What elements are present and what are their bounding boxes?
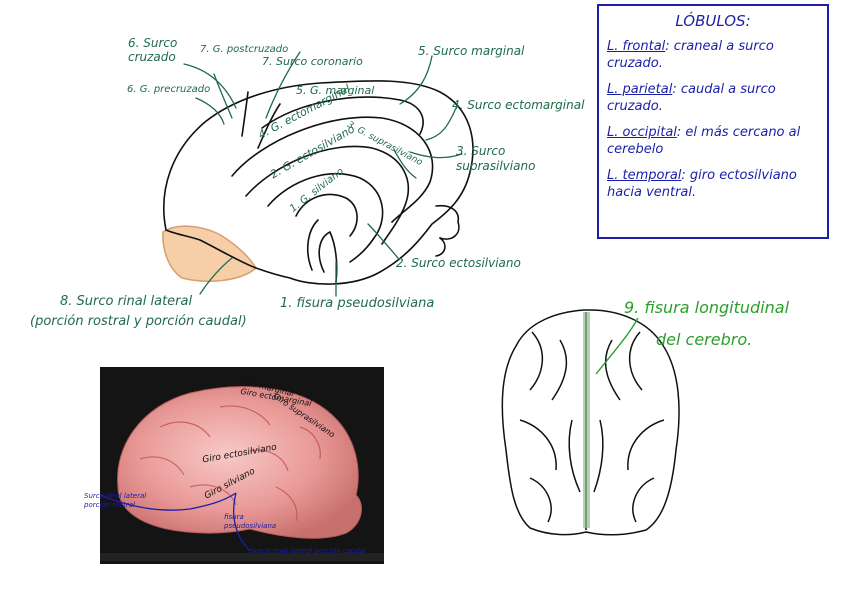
lobe-occipital-name: L. occipital	[607, 125, 677, 140]
label-fisura-longitudinal: 9. fisura longitudinal	[624, 298, 790, 317]
surco-marginal-line	[261, 96, 424, 135]
cerebellum-outline	[435, 204, 460, 240]
surco-coronario-line	[257, 103, 281, 149]
label-surco-rinal: 8. Surco rinal lateral	[60, 294, 193, 309]
label-surco-cruzado: 6. Surco cruzado	[128, 36, 178, 64]
brain-outline	[163, 80, 474, 285]
lobe-occipital-desc: : el más cercano al cerebelo	[607, 125, 801, 157]
label-surco-rinal-sub: (porción rostral y porción caudal)	[30, 314, 247, 329]
brain-photo-drawing	[100, 386, 384, 561]
lobe-frontal: L. frontal: craneal a surco cruzado.	[607, 38, 819, 72]
label-surco-coronario: 7. Surco coronario	[262, 55, 363, 68]
label-g-marginal: 5. G. marginal	[296, 84, 375, 97]
surco-ectosilviano-line	[267, 172, 384, 263]
lobes-title: LÓBULOS:	[675, 12, 751, 30]
surco-ectomarginal-line	[231, 116, 434, 223]
label-surco-ectomarginal: 4. Surco ectomarginal	[452, 98, 585, 112]
lobe-parietal-desc: : caudal a surco cruzado.	[607, 82, 776, 114]
label-g-postcruzado: 7. G. postcruzado	[200, 44, 289, 55]
lobe-parietal: L. parietal: caudal a surco cruzado.	[607, 81, 819, 115]
label-fisura-pseudosilviana: 1. fisura pseudosilviana	[280, 296, 435, 311]
dorsal-brain-diagram	[501, 309, 680, 536]
surco-suprasilviano-line	[245, 145, 409, 245]
photo-label-fisura: fisura pseudosilviana	[224, 513, 277, 530]
photo-label-surco-rinal-caudal: Surco rinal lateral porción caudal	[250, 547, 367, 555]
lobe-temporal-name: L. temporal	[607, 168, 682, 183]
fisura-longitudinal-highlight	[583, 312, 590, 528]
lobe-occipital: L. occipital: el más cercano al cerebelo	[607, 124, 819, 158]
brain-photo: Giro marginal Giro ectomarginal Giro sup…	[100, 367, 384, 564]
lobe-temporal: L. temporal: giro ectosilviano hacia ven…	[607, 167, 819, 201]
surco-cruzado-line	[241, 91, 249, 137]
lobe-frontal-desc: : craneal a surco cruzado.	[607, 39, 774, 71]
label-surco-suprasilviano: 3. Surco suprasilviano	[456, 144, 536, 173]
fisura-pseudosilviana-line	[318, 231, 338, 283]
label-surco-marginal: 5. Surco marginal	[418, 44, 525, 58]
lobe-temporal-desc: : giro ectosilviano hacia ventral.	[607, 168, 797, 200]
lobe-parietal-name: L. parietal	[607, 82, 673, 97]
giro-silviano-outline	[295, 193, 358, 237]
photo-label-surco-rinal-rostral: Surco rinal lateral porción rostral	[84, 492, 147, 509]
lobe-frontal-name: L. frontal	[607, 39, 666, 54]
label-surco-ectosilviano: 2. Surco ectosilviano	[396, 256, 521, 270]
label-fisura-longitudinal-2: del cerebro.	[656, 330, 753, 349]
lobes-box: LÓBULOS: L. frontal: craneal a surco cru…	[597, 4, 829, 239]
label-g-precruzado: 6. G. precruzado	[127, 84, 211, 95]
